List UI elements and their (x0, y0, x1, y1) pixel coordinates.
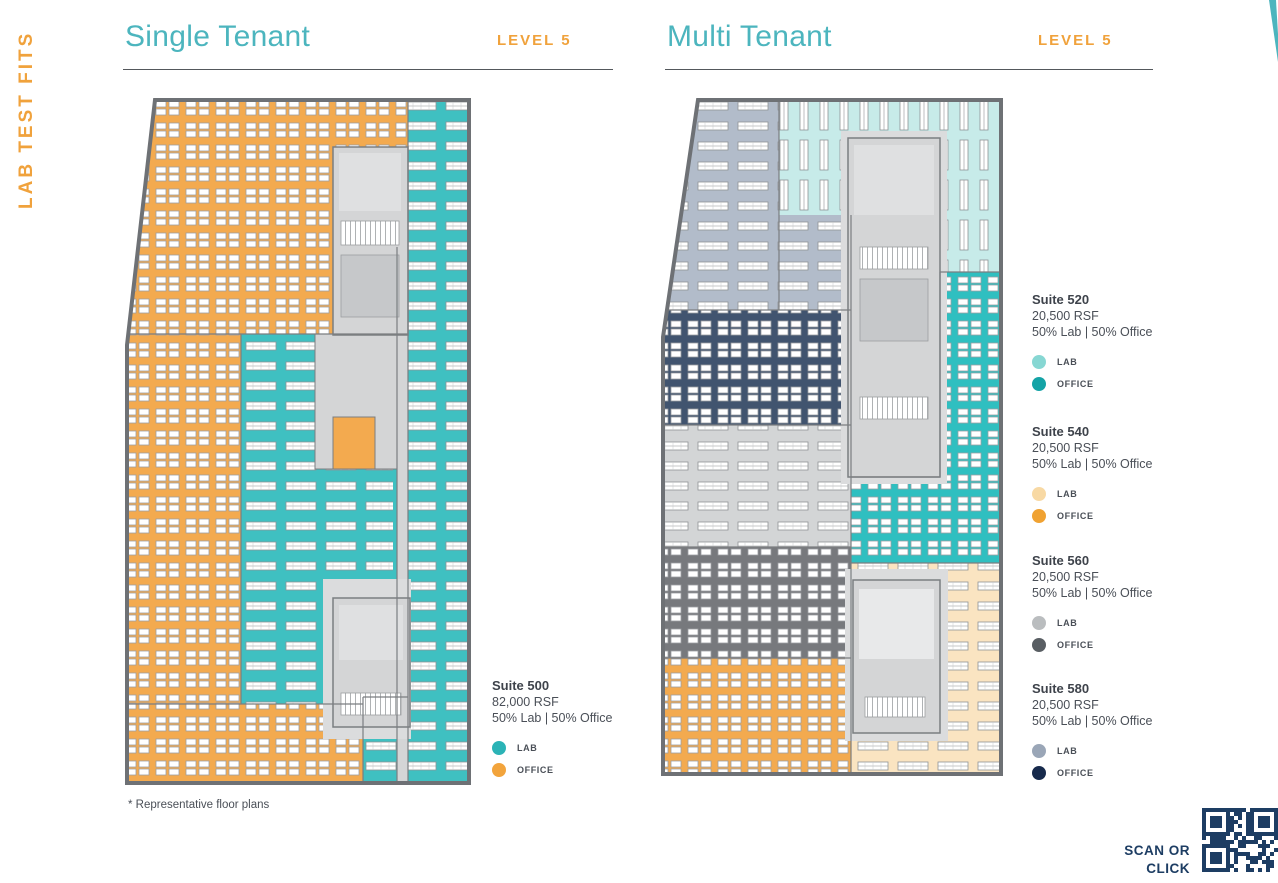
suite-split: 50% Lab | 50% Office (492, 710, 613, 725)
lab-label: LAB (517, 743, 538, 753)
single-plan-svg (125, 98, 471, 785)
multi-core-lower (845, 569, 948, 741)
office-label: OFFICE (517, 765, 554, 775)
single-core-lower (323, 579, 411, 739)
suite-split: 50% Lab | 50% Office (1032, 713, 1153, 728)
office-legend-row: OFFICE (1032, 373, 1197, 395)
single-tenant-level-label: LEVEL 5 (497, 32, 572, 49)
suite-name: Suite 540 (1032, 424, 1090, 439)
single-tenant-floor-plan (123, 97, 473, 792)
office-legend-row: OFFICE (1032, 505, 1197, 527)
lab-label: LAB (1057, 746, 1078, 756)
suite-500-legend: Suite 500 82,000 RSF 50% Lab | 50% Offic… (492, 678, 657, 781)
office-legend-row: OFFICE (1032, 634, 1197, 656)
lab-legend-row: LAB (1032, 483, 1197, 505)
suite-name: Suite 580 (1032, 681, 1090, 696)
lab-legend-row: LAB (492, 737, 657, 759)
suite-split: 50% Lab | 50% Office (1032, 324, 1153, 339)
lab-color-dot (1032, 616, 1046, 630)
single-tenant-title: Single Tenant (125, 20, 311, 53)
suite-560-legend: Suite 560 20,500 RSF 50% Lab | 50% Offic… (1032, 553, 1197, 656)
suite-split: 50% Lab | 50% Office (1032, 585, 1153, 600)
suite-name: Suite 500 (492, 678, 550, 693)
office-color-dot (492, 763, 506, 777)
multi-tenant-title: Multi Tenant (667, 20, 832, 53)
click-line: CLICK (1146, 860, 1190, 876)
lab-legend-row: LAB (1032, 740, 1197, 762)
suite-split: 50% Lab | 50% Office (1032, 456, 1153, 471)
qr-code[interactable] (1202, 808, 1278, 877)
suite-name: Suite 560 (1032, 553, 1090, 568)
scan-or-click-label[interactable]: SCAN OR CLICK (1090, 842, 1190, 877)
single-mid-office-room (332, 416, 376, 470)
office-label: OFFICE (1057, 511, 1094, 521)
multi-core-upper (841, 131, 947, 484)
lab-label: LAB (1057, 357, 1078, 367)
single-tenant-divider (123, 69, 613, 70)
multi-plan-svg (661, 98, 1003, 776)
office-label: OFFICE (1057, 640, 1094, 650)
sidebar-vertical-label: LAB TEST FITS (16, 30, 37, 209)
office-label: OFFICE (1057, 768, 1094, 778)
office-legend-row: OFFICE (1032, 762, 1197, 784)
suite-540-legend: Suite 540 20,500 RSF 50% Lab | 50% Offic… (1032, 424, 1197, 527)
suite-rsf: 20,500 RSF (1032, 309, 1099, 323)
suite-rsf: 82,000 RSF (492, 695, 559, 709)
lab-legend-row: LAB (1032, 612, 1197, 634)
office-label: OFFICE (1057, 379, 1094, 389)
suite-580-legend: Suite 580 20,500 RSF 50% Lab | 50% Offic… (1032, 681, 1197, 784)
scan-or-line: SCAN OR (1124, 843, 1190, 858)
lab-color-dot (1032, 355, 1046, 369)
office-color-dot (1032, 509, 1046, 523)
lab-label: LAB (1057, 618, 1078, 628)
multi-tenant-divider (665, 69, 1153, 70)
office-color-dot (1032, 377, 1046, 391)
lab-color-dot (1032, 487, 1046, 501)
multi-tenant-level-label: LEVEL 5 (1038, 32, 1113, 49)
lab-label: LAB (1057, 489, 1078, 499)
suite-name: Suite 520 (1032, 292, 1090, 307)
suite-rsf: 20,500 RSF (1032, 570, 1099, 584)
multi-plan-outline (661, 98, 1003, 776)
single-plan-outline (125, 98, 471, 785)
office-color-dot (1032, 638, 1046, 652)
single-core-upper (332, 146, 409, 336)
office-legend-row: OFFICE (492, 759, 657, 781)
lab-color-dot (1032, 744, 1046, 758)
suite-520-legend: Suite 520 20,500 RSF 50% Lab | 50% Offic… (1032, 292, 1197, 395)
office-color-dot (1032, 766, 1046, 780)
representative-floor-plans-footnote: * Representative floor plans (128, 799, 270, 811)
suite-rsf: 20,500 RSF (1032, 698, 1099, 712)
lab-legend-row: LAB (1032, 351, 1197, 373)
lab-color-dot (492, 741, 506, 755)
suite-rsf: 20,500 RSF (1032, 441, 1099, 455)
corner-logo-mark (1269, 0, 1278, 62)
multi-tenant-floor-plan (655, 97, 1005, 782)
